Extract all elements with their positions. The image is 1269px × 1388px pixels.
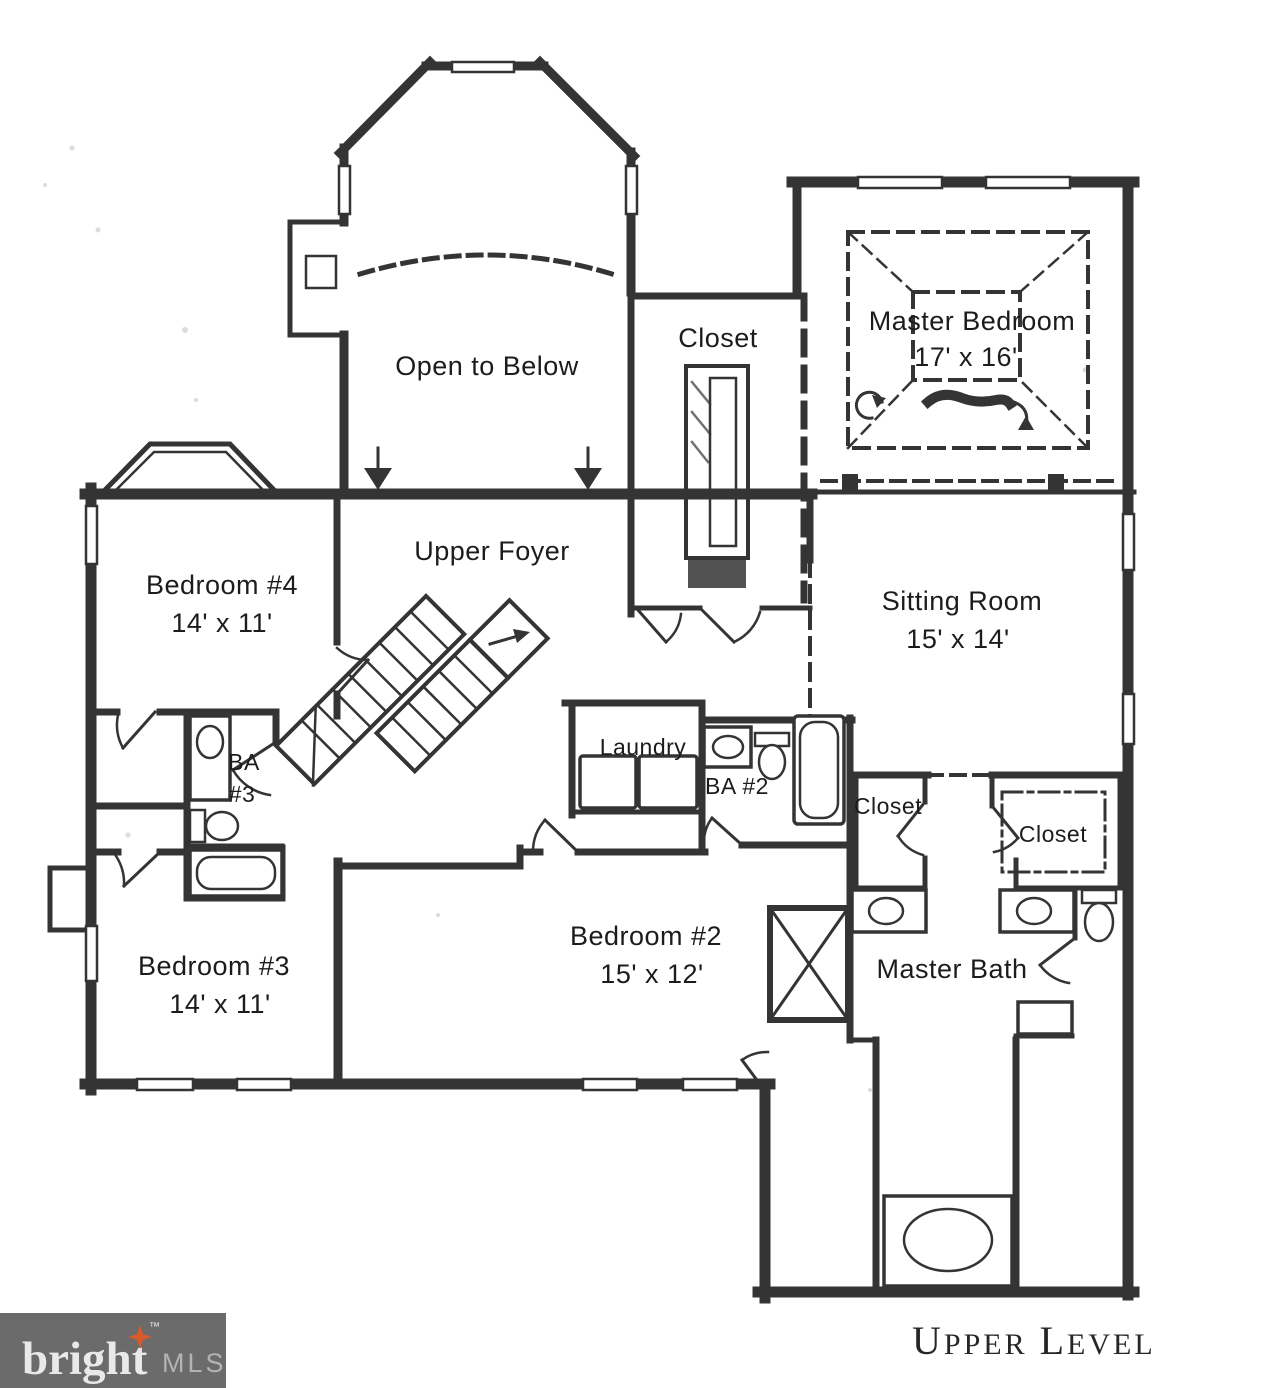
- mb-shower: [767, 905, 851, 1023]
- label-ba2: BA #2: [705, 773, 769, 799]
- tray-ceiling-scribble: [854, 389, 1034, 430]
- ba3-toilet-bowl: [204, 810, 240, 842]
- label-laundry: Laundry: [600, 734, 687, 760]
- door-swings: [114, 605, 1078, 1098]
- label-sitting-room: Sitting Room: [882, 586, 1043, 616]
- ba2-toilet-bowl: [757, 743, 787, 781]
- ba3-sink: [195, 724, 225, 760]
- logo-mls-text: MLS: [162, 1348, 227, 1378]
- mb-garden-tub: [902, 1207, 994, 1273]
- label-bedroom4: Bedroom #4: [146, 570, 298, 600]
- laundry-appliances: [578, 754, 699, 810]
- dashed-lines: [356, 230, 1122, 874]
- bath3-fixtures: [188, 714, 284, 898]
- ba2-sink: [711, 734, 745, 760]
- label-upper-foyer: Upper Foyer: [414, 536, 570, 566]
- label-bedroom2-dims: 15' x 12': [600, 959, 703, 989]
- windows: [84, 60, 1136, 1092]
- washer: [578, 754, 638, 810]
- logo-tm: ™: [149, 1321, 160, 1333]
- walls: [47, 55, 1140, 1304]
- master-bath-fixtures: [767, 888, 1118, 1288]
- mb-sink-right: [1015, 896, 1053, 926]
- mb-linen: [1016, 1000, 1074, 1036]
- label-closet-left: Closet: [854, 793, 922, 819]
- label-bedroom4-dims: 14' x 11': [171, 608, 272, 638]
- logo-star-icon: [128, 1325, 152, 1349]
- label-bedroom2: Bedroom #2: [570, 921, 722, 951]
- closet-chase: [684, 364, 750, 588]
- label-master-bedroom: Master Bedroom: [869, 306, 1076, 336]
- open-below-arrows: [364, 446, 602, 490]
- logo-brand-text: bright: [22, 1333, 148, 1385]
- label-ba3-line2: #3: [229, 781, 256, 807]
- label-ba3-line1: BA: [228, 749, 260, 775]
- dryer: [637, 754, 699, 810]
- label-sitting-room-dims: 15' x 14': [906, 624, 1009, 654]
- mb-sink-left: [867, 896, 905, 926]
- bath2-fixtures: [702, 714, 846, 826]
- ba2-tub-basin: [798, 720, 840, 820]
- room-labels: Open to Below Master Bedroom 17' x 16' C…: [138, 306, 1087, 1019]
- label-master-bath: Master Bath: [876, 954, 1027, 984]
- ba3-toilet-tank: [188, 808, 207, 844]
- label-closet-top: Closet: [678, 323, 758, 353]
- stair-direction-arrow: [488, 629, 530, 646]
- ba3-tub-basin: [195, 855, 277, 891]
- tray-ceiling: [846, 230, 1090, 450]
- label-open-to-below: Open to Below: [395, 351, 579, 381]
- label-bedroom3: Bedroom #3: [138, 951, 290, 981]
- mb-toilet-tank: [1080, 888, 1118, 905]
- logo-background: [0, 1313, 226, 1388]
- label-bedroom3-dims: 14' x 11': [169, 989, 270, 1019]
- label-closet-right: Closet: [1019, 821, 1087, 847]
- staircase: [273, 593, 551, 787]
- mb-toilet-bowl: [1083, 901, 1115, 943]
- label-master-bedroom-dims: 17' x 16': [914, 342, 1017, 372]
- brightmls-logo: bright ™ MLS: [0, 1313, 227, 1388]
